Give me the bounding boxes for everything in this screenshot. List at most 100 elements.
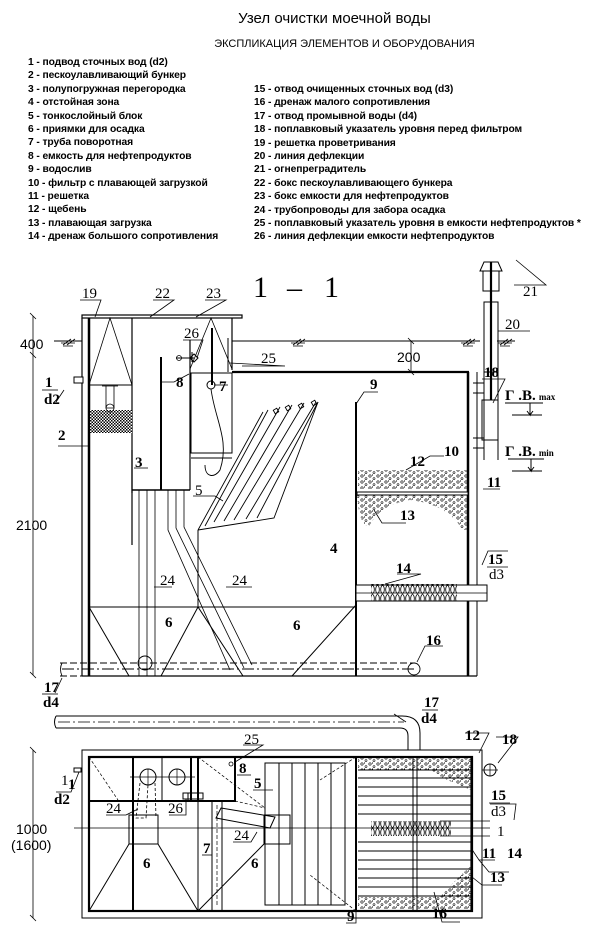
plan-pipe-24a bbox=[135, 782, 157, 819]
legend-item: 6 - приямки для осадка bbox=[28, 123, 145, 135]
dimension-lines bbox=[29, 312, 415, 679]
bunker-nozzle bbox=[102, 385, 118, 409]
legend-item: 12 - щебень bbox=[28, 204, 87, 216]
leader-lines bbox=[54, 259, 548, 694]
plan-label-26: 26 bbox=[168, 801, 184, 817]
plan-label-6b: 6 bbox=[251, 856, 259, 872]
dim-1000: 1000 bbox=[16, 821, 47, 837]
cut-mark-right: 1 bbox=[497, 824, 505, 840]
plan-deflection-line bbox=[182, 792, 204, 801]
legend-item: 24 - трубопроводы для забора осадка bbox=[254, 204, 446, 216]
hopper-walls bbox=[88, 530, 357, 677]
ventilation-cone bbox=[88, 316, 133, 386]
section-title-left: 1 bbox=[253, 271, 268, 304]
legend-item: 5 - тонкослойный блок bbox=[28, 110, 143, 122]
label-26: 26 bbox=[184, 326, 200, 342]
label-10: 10 bbox=[444, 444, 459, 460]
label-4: 4 bbox=[330, 541, 338, 557]
label-1: 1 bbox=[45, 375, 53, 391]
plan-inner-contour bbox=[87, 755, 474, 913]
label-9: 9 bbox=[370, 377, 378, 393]
plan-outer-contour bbox=[81, 749, 483, 919]
label-25: 25 bbox=[261, 351, 276, 367]
label-24b: 24 bbox=[232, 573, 248, 589]
plan-label-17: 17 bbox=[424, 695, 440, 711]
legend-left-column: 1 - подвод сточных вод (d2) 2 - пескоула… bbox=[28, 56, 218, 243]
legend-item: 19 - решетка проветривания bbox=[254, 137, 396, 149]
plan-label-11: 11 bbox=[482, 846, 496, 862]
legend-item: 1 - подвод сточных вод (d2) bbox=[28, 57, 168, 68]
gv-min-marker bbox=[508, 458, 544, 473]
drain-coil bbox=[371, 584, 457, 601]
label-6b: 6 bbox=[293, 618, 301, 634]
plan-label-16: 16 bbox=[432, 906, 448, 922]
legend-item: 13 - плавающая загрузка bbox=[28, 217, 152, 229]
bunker-valve bbox=[105, 403, 115, 413]
plan-view: 1000 (1600) 1 1 d2 25 8 5 2 bbox=[11, 695, 523, 925]
plan-label-9: 9 bbox=[347, 909, 355, 925]
label-17: 17 bbox=[44, 680, 60, 696]
cut-mark-left: 1 bbox=[61, 773, 69, 789]
legend-item: 22 - бокс пескоулавливающего бункера bbox=[254, 177, 453, 189]
sand-fill bbox=[90, 410, 132, 433]
label-14: 14 bbox=[396, 561, 412, 577]
label-15: 15 bbox=[488, 552, 503, 568]
plan-wash-pipe bbox=[54, 715, 421, 750]
legend-item: 8 - емкость для нефтепродуктов bbox=[28, 150, 192, 162]
label-18: 18 bbox=[484, 365, 499, 381]
plan-drain-coil bbox=[371, 821, 451, 836]
label-11: 11 bbox=[487, 475, 501, 491]
section-title-dash: – bbox=[286, 271, 303, 304]
section-title-right: 1 bbox=[324, 271, 339, 304]
plan-rotary-pipe bbox=[211, 800, 223, 912]
gv-max-marker bbox=[505, 402, 543, 417]
ventilation-cone bbox=[189, 316, 233, 370]
label-12: 12 bbox=[410, 454, 425, 470]
plan-inlet-pipe bbox=[73, 767, 82, 773]
plan-label-d4: d4 bbox=[421, 711, 437, 727]
legend-item: 25 - поплавковый указатель уровня в емко… bbox=[254, 217, 581, 229]
deflection-valve bbox=[176, 352, 199, 363]
plan-label-d3: d3 bbox=[491, 804, 506, 820]
grid-11 bbox=[356, 491, 469, 496]
floating-media bbox=[357, 495, 468, 530]
label-19: 19 bbox=[82, 286, 97, 302]
plan-leader-lines bbox=[56, 713, 519, 924]
legend-item: 9 - водослив bbox=[28, 164, 92, 176]
plan-label-6a: 6 bbox=[143, 856, 151, 872]
legend-item: 21 - огнепреградитель bbox=[254, 164, 367, 176]
plan-pipe-24b bbox=[215, 807, 276, 829]
cover-plate bbox=[81, 314, 243, 319]
gv-min-label: Г .В.min bbox=[505, 444, 554, 460]
plan-label-24a: 24 bbox=[106, 801, 122, 817]
legend-item: 15 - отвод очищенных сточных вод (d3) bbox=[254, 84, 454, 95]
plan-label-7: 7 bbox=[203, 841, 211, 857]
legend-item: 23 - бокс емкости для нефтепродуктов bbox=[254, 191, 449, 203]
plan-label-14: 14 bbox=[507, 846, 523, 862]
dim-200: 200 bbox=[397, 349, 421, 365]
label-6a: 6 bbox=[165, 615, 173, 631]
sludge-pipe-24b bbox=[167, 490, 253, 671]
label-23: 23 bbox=[206, 286, 221, 302]
wash-pipe-17 bbox=[60, 662, 415, 677]
pipe-cross-section bbox=[137, 655, 153, 671]
plan-label-24b: 24 bbox=[234, 828, 250, 844]
label-20: 20 bbox=[505, 317, 520, 333]
plan-label-15: 15 bbox=[491, 788, 506, 804]
legend-item: 4 - отстойная зона bbox=[28, 97, 120, 109]
inlet-pipe bbox=[73, 376, 84, 384]
label-7: 7 bbox=[219, 379, 227, 395]
plan-diagonals bbox=[88, 756, 357, 912]
plan-hopper-left bbox=[88, 814, 199, 912]
plan-crosshair bbox=[130, 769, 195, 785]
plan-float-indicator bbox=[228, 761, 234, 767]
legend-item: 20 - линия дефлекции bbox=[254, 150, 365, 162]
legend-item: 16 - дренаж малого сопротивления bbox=[254, 97, 431, 109]
label-22: 22 bbox=[155, 286, 170, 302]
dim-400: 400 bbox=[20, 336, 44, 352]
gravel-layer bbox=[358, 470, 468, 489]
legend-item: 2 - пескоулавливающий бункер bbox=[28, 70, 186, 82]
ventilation-stack bbox=[473, 261, 503, 460]
label-2: 2 bbox=[58, 428, 66, 444]
label-d3: d3 bbox=[489, 567, 504, 583]
